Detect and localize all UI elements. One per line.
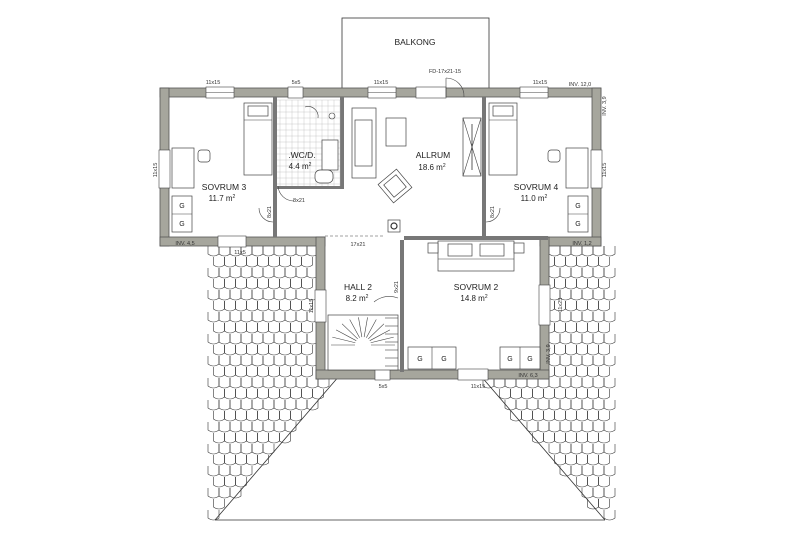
label-inv-top-right: INV. 12,0 [569, 82, 591, 88]
stairs [327, 314, 399, 371]
room-wc: .WC/D. 4.4 m2 [277, 99, 341, 202]
label-inv-left-bottom: INV. 4,5 [175, 241, 194, 247]
label-win-top-small: 5x5 [292, 80, 301, 86]
balcony: BALKONG [341, 17, 490, 91]
balcony-label: BALKONG [394, 37, 435, 47]
desk [171, 147, 195, 189]
label-inv-right-bottom: INV. 1,2 [572, 241, 591, 247]
wardrobe-g: G [441, 356, 446, 363]
bedroom-4-area: 11.0 m2 [521, 194, 548, 203]
hall-area: 8.2 m2 [346, 294, 369, 303]
living-area: 18.6 m2 [418, 163, 445, 172]
wardrobe-g: G [575, 221, 580, 228]
wardrobe-g: G [179, 221, 184, 228]
room-bedroom-4: G G SOVRUM 4 11.0 m2 [485, 102, 589, 233]
windows [158, 86, 603, 381]
label-win-hall-side: 11x15 [309, 299, 315, 314]
sink [321, 139, 339, 171]
wardrobe-g: G [417, 356, 422, 363]
room-bedroom-3: G G SOVRUM 3 11.7 m2 [171, 102, 274, 233]
wc-name: .WC/D. [288, 150, 315, 160]
hall-name: HALL 2 [344, 282, 372, 292]
label-win-bottom-left: 11x5 [234, 250, 246, 256]
label-win-top-right: 11x15 [533, 80, 548, 86]
label-door-wc: 8x21 [293, 198, 305, 204]
label-win-top-mid: 11x15 [374, 80, 389, 86]
label-inv-bed2-side: INV. 3,9 [546, 344, 552, 363]
label-door-hall: 9x21 [394, 281, 400, 293]
toilet [314, 169, 334, 184]
label-inv-bed2-bottom: INV. 6,3 [518, 373, 537, 379]
wardrobe-g: G [507, 356, 512, 363]
bedroom-3-area: 11.7 m2 [209, 194, 236, 203]
wardrobe-g: G [179, 203, 184, 210]
label-door-balcony: FD-17x21-15 [429, 69, 461, 75]
wardrobe-g: G [575, 203, 580, 210]
wardrobe-g: G [527, 356, 532, 363]
bedroom-4-name: SOVRUM 4 [514, 182, 559, 192]
wc-area: 4.4 m2 [289, 162, 312, 171]
label-door-bed3: 8x21 [267, 206, 273, 218]
label-win-left-side: 11x15 [153, 163, 159, 178]
desk [565, 147, 589, 189]
label-win-bottom-small: 5x5 [379, 384, 388, 390]
bedroom-2-name: SOVRUM 2 [454, 282, 499, 292]
label-door-bed4: 8x21 [490, 206, 496, 218]
roof-tiles [207, 246, 616, 521]
bedroom-3-name: SOVRUM 3 [202, 182, 247, 192]
label-win-top-left: 11x15 [206, 80, 221, 86]
room-living: ALLRUM 18.6 m2 [351, 77, 482, 233]
coffee-table [385, 117, 407, 147]
label-win-bed2-side: 11x25 [558, 298, 564, 313]
label-win-bottom-bed2: 11x15 [471, 384, 486, 390]
chair [197, 149, 211, 163]
bedroom-2-area: 14.8 m2 [460, 294, 487, 303]
label-opening-hall: 17x21 [351, 242, 366, 248]
chair [547, 149, 561, 163]
room-hall: HALL 2 8.2 m2 [325, 235, 399, 371]
living-name: ALLRUM [416, 150, 450, 160]
dimension-labels: 11x15 5x5 11x15 FD-17x21-15 11x15 INV. 1… [153, 69, 608, 390]
label-win-right-side: 11x15 [602, 163, 608, 178]
room-bedroom-2: G G G G SOVRUM 2 14.8 m2 [407, 240, 541, 370]
label-inv-right-side: INV. 3,9 [602, 96, 608, 115]
